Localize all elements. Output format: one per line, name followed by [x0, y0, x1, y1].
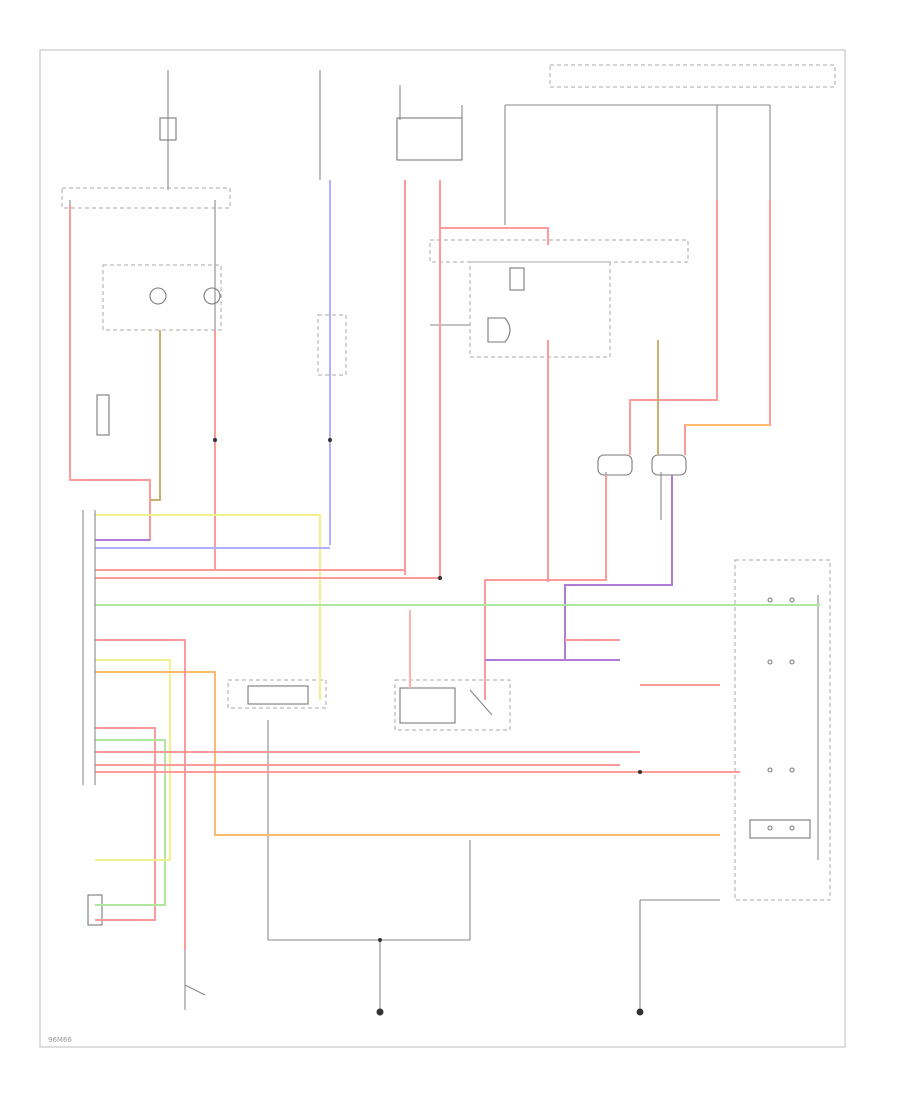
parking-brake-switch	[184, 950, 206, 1010]
hot-at-all-times-fuse	[317, 70, 463, 376]
automatic-light-control-sensor	[87, 894, 103, 926]
right-headlight	[651, 454, 687, 520]
combination-switch	[734, 559, 831, 901]
left-connector-pins	[82, 510, 96, 785]
diagram-frame	[39, 49, 846, 1048]
junction-dots	[213, 438, 642, 942]
dimmer-relay	[227, 679, 327, 940]
figure-code: 96M66	[48, 1036, 72, 1044]
ground-points	[268, 840, 720, 1016]
daytime-running-light-relay	[429, 239, 689, 358]
left-headlight	[597, 454, 633, 520]
wires	[69, 180, 820, 950]
upper-right-fuses	[504, 64, 836, 225]
integration-relay	[394, 679, 511, 731]
fuse-block-left	[61, 70, 231, 480]
